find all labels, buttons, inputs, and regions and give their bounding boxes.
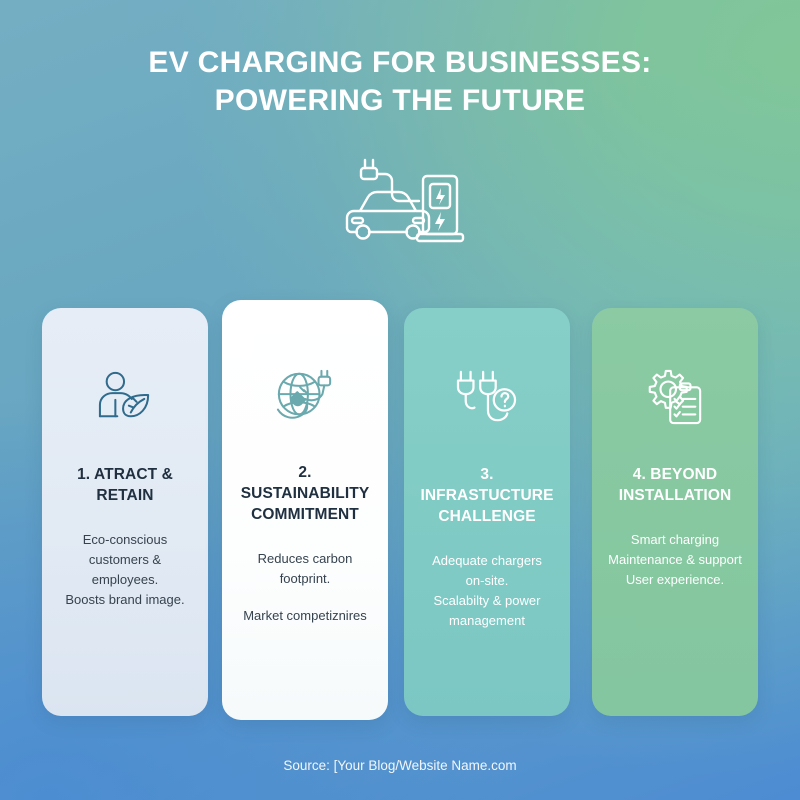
card-body: Adequate chargers on-site. Scalabilty & … xyxy=(432,551,542,631)
card-body-paragraph: Market competiznires xyxy=(243,608,367,623)
card-title: 3. INFRASTUCTURE CHALLENGE xyxy=(414,464,560,527)
two-plugs-question-mark-icon xyxy=(456,364,518,430)
card-body-paragraph: Smart charging Maintenance & support Use… xyxy=(608,532,742,587)
card-body: Reduces carbon footprint. Market competi… xyxy=(243,549,367,626)
card-title-line-1: 2. SUSTAINABILITY xyxy=(240,464,370,502)
card-attract-retain[interactable]: 1. ATRACT & RETAIN Eco-conscious custome… xyxy=(42,308,208,716)
gear-clipboard-checklist-icon xyxy=(644,364,706,430)
card-body-paragraph: Adequate chargers on-site. Scalabilty & … xyxy=(432,553,542,628)
source-caption: Source: [Your Blog/Website Name.com xyxy=(283,758,517,773)
card-body: Eco-conscious customers & employees. Boo… xyxy=(65,530,184,610)
ev-car-charging-station-icon xyxy=(333,152,473,252)
card-title-line-2: INSTALLATION xyxy=(618,487,732,504)
card-title-line-1: 3. INFRASTUCTURE xyxy=(420,466,554,504)
card-title: 2. SUSTAINABILITY COMMITMENT xyxy=(232,462,378,525)
globe-with-plug-icon xyxy=(271,364,339,430)
card-title: 1. ATRACT & RETAIN xyxy=(77,464,173,506)
card-body: Smart charging Maintenance & support Use… xyxy=(608,530,742,590)
person-with-leaf-icon xyxy=(94,364,156,430)
card-title: 4. BEYOND INSTALLATION xyxy=(619,464,732,506)
cards-container: 1. ATRACT & RETAIN Eco-conscious custome… xyxy=(42,300,758,720)
card-body-paragraph: Reduces carbon footprint. xyxy=(257,551,353,586)
card-beyond-installation[interactable]: 4. BEYOND INSTALLATION Smart charging Ma… xyxy=(592,308,758,716)
page-title: EV CHARGING FOR BUSINESSES: POWERING THE… xyxy=(0,44,800,120)
card-title-line-2: RETAIN xyxy=(96,487,154,504)
page-title-line-1: EV CHARGING FOR BUSINESSES: xyxy=(148,46,652,79)
card-title-line-2: CHALLENGE xyxy=(438,508,536,525)
card-title-line-2: COMMITMENT xyxy=(251,506,359,523)
card-body-paragraph: Eco-conscious customers & employees. Boo… xyxy=(65,532,185,607)
card-title-line-1: 4. BEYOND xyxy=(632,466,718,483)
card-infrastructure-challenge[interactable]: 3. INFRASTUCTURE CHALLENGE Adequate char… xyxy=(404,308,570,716)
card-sustainability-commitment[interactable]: 2. SUSTAINABILITY COMMITMENT Reduces car… xyxy=(222,300,388,720)
page-title-line-2: POWERING THE FUTURE xyxy=(214,84,586,117)
card-title-line-1: 1. ATRACT & xyxy=(77,466,173,483)
